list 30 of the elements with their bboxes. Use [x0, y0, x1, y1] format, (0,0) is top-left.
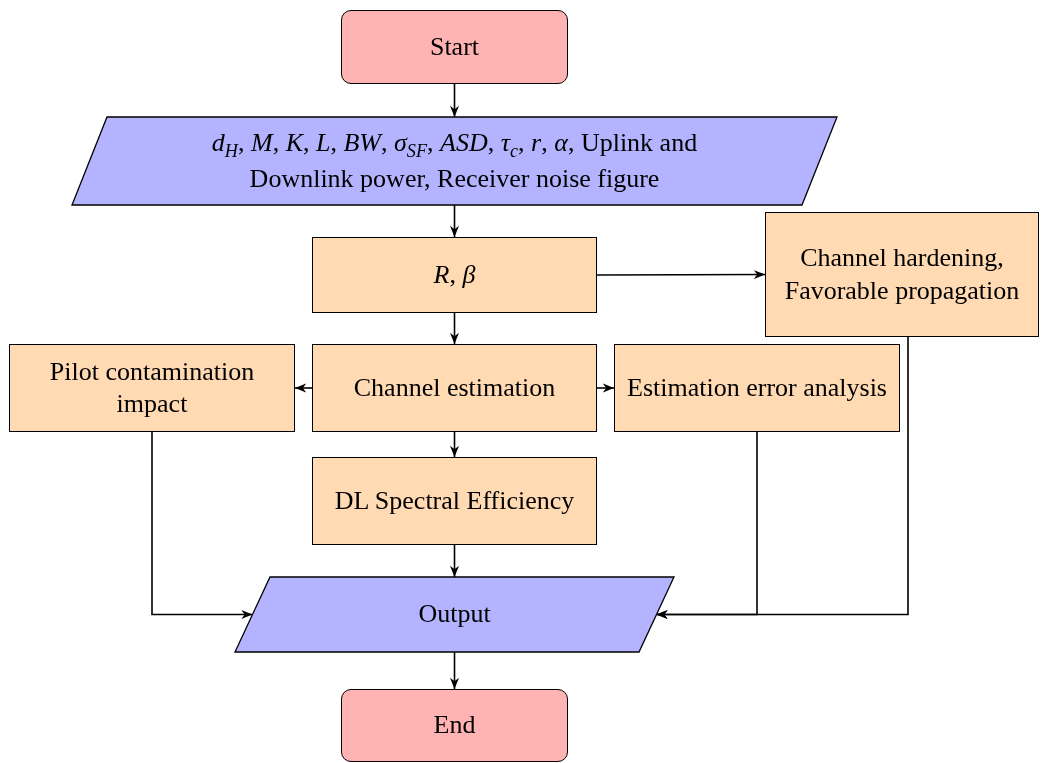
- node-label: Start: [429, 30, 480, 63]
- node-label: Channel hardening, Favorable propagation: [783, 242, 1021, 307]
- terminal-box: [341, 689, 568, 762]
- terminal-box: [341, 10, 568, 84]
- arrow: [596, 270, 766, 279]
- process-box: [312, 344, 597, 432]
- node-label: Output: [418, 598, 491, 631]
- arrow: [450, 312, 459, 345]
- node-label: Channel estimation: [353, 371, 556, 404]
- node-label: R, β: [433, 258, 476, 291]
- arrow: [294, 383, 313, 393]
- process-box: [312, 237, 597, 313]
- process-box: [312, 457, 597, 545]
- input-output-parallelogram: [235, 577, 674, 652]
- node-label: Estimation error analysis: [627, 371, 887, 404]
- node-label: Pilot contamination impact: [48, 355, 256, 420]
- arrow: [450, 83, 459, 118]
- arrow: [450, 651, 459, 690]
- node-label: d$_{H}$, M, K, L, BW, σ$_{SF}$, ASD, τ$_{c}$, r, α, Uplink and Downlink power, Receiver noise figure: [210, 126, 699, 195]
- arrow: [596, 383, 615, 393]
- arrow: [151, 431, 254, 619]
- arrow: [450, 204, 459, 238]
- node-label: DL Spectral Efficiency: [334, 484, 575, 517]
- input-output-parallelogram: [72, 117, 837, 205]
- node-label: End: [433, 709, 476, 742]
- process-box: [9, 344, 295, 432]
- process-box: [614, 344, 900, 432]
- process-box: [765, 212, 1039, 337]
- arrow: [450, 544, 459, 578]
- arrow: [450, 431, 459, 458]
